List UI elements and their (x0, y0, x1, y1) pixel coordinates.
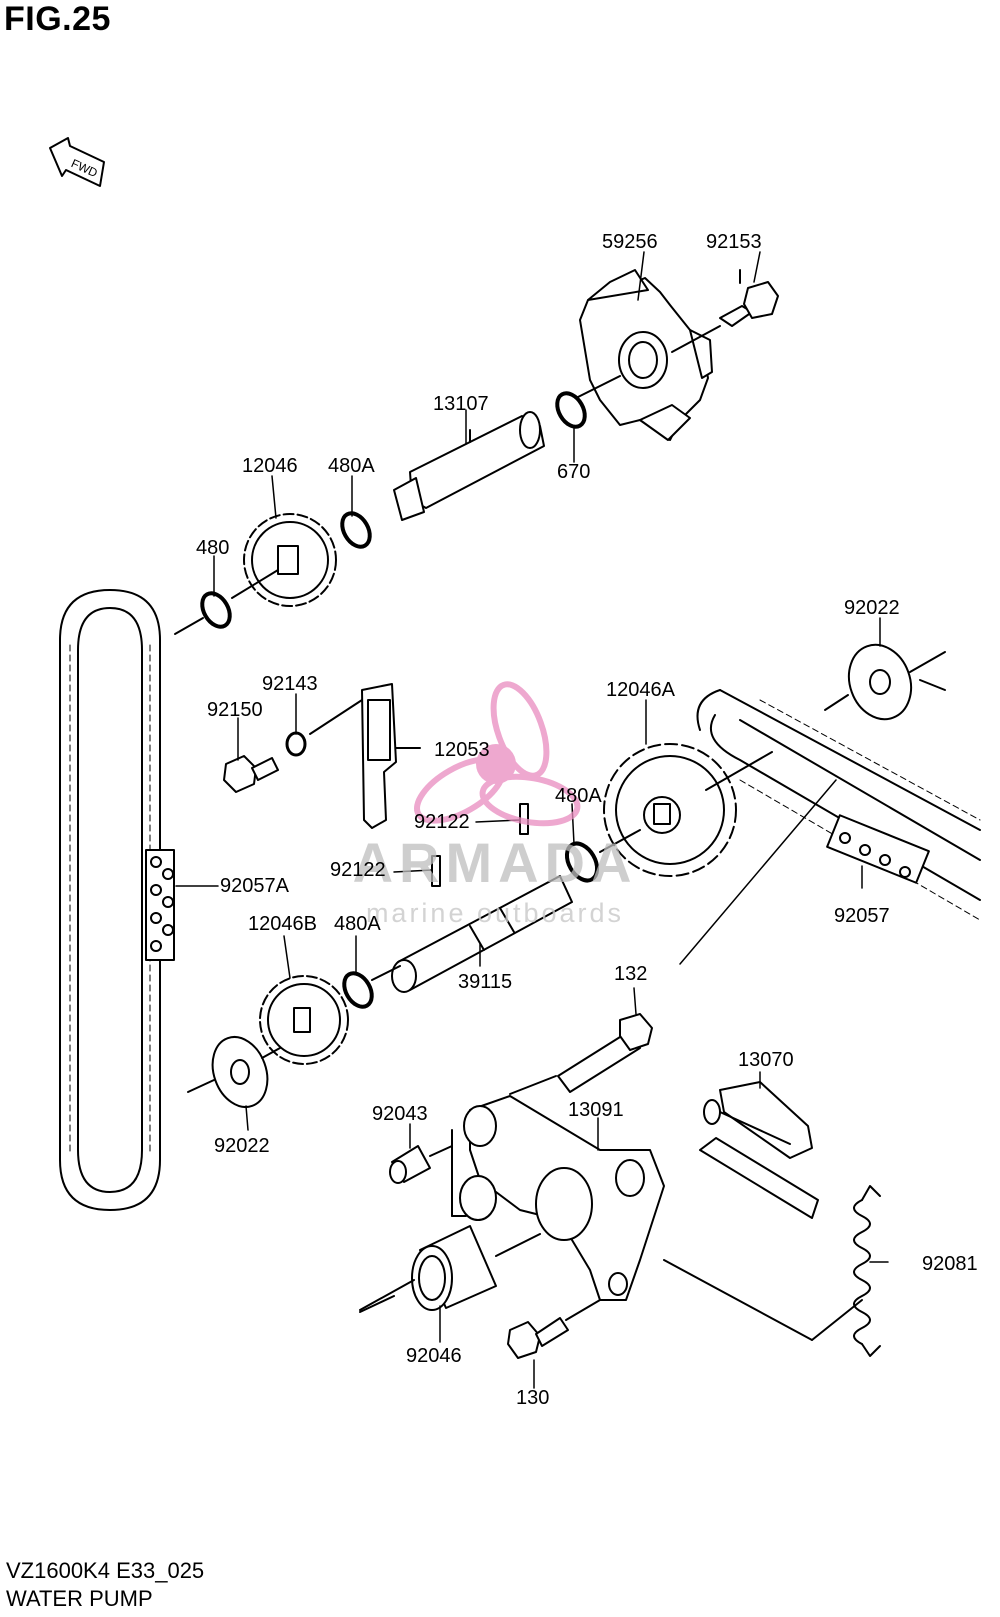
part-label-92022[interactable]: 92022 (844, 597, 900, 619)
bolt-132-part[interactable] (509, 1013, 653, 1095)
spring-92081-part[interactable] (663, 1185, 881, 1357)
chain-guide-12053-part[interactable] (361, 683, 421, 829)
part-label-92046[interactable]: 92046 (406, 1345, 462, 1367)
sprocket-12046b-part[interactable] (259, 975, 349, 1065)
washer-92022-part[interactable] (824, 636, 946, 728)
watermark-brand: ARMADA (352, 831, 638, 894)
part-label-480a-2[interactable]: 480A (555, 785, 602, 807)
part-label-480a[interactable]: 480A (328, 455, 375, 477)
circlip-670-part[interactable] (552, 388, 591, 431)
part-label-12053[interactable]: 12053 (434, 739, 490, 761)
part-label-130[interactable]: 130 (516, 1387, 550, 1409)
part-label-13091[interactable]: 13091 (568, 1099, 624, 1121)
part-label-92057[interactable]: 92057 (834, 905, 890, 927)
bolt-92150-part[interactable] (223, 755, 279, 793)
figure-name: WATER PUMP (6, 1586, 153, 1611)
part-label-59256[interactable]: 59256 (602, 231, 658, 253)
part-label-92150[interactable]: 92150 (207, 699, 263, 721)
part-label-12046[interactable]: 12046 (242, 455, 298, 477)
chain-92057a-part[interactable] (59, 589, 175, 1211)
bearing-92046-part[interactable] (359, 1225, 541, 1313)
impeller-part[interactable] (575, 269, 721, 441)
part-label-13107[interactable]: 13107 (433, 393, 489, 415)
circlip-480a-2-part[interactable] (561, 838, 604, 886)
part-label-12046b[interactable]: 12046B (248, 913, 317, 935)
sprocket-12046a-part[interactable] (603, 743, 773, 877)
washer-92022-2-part[interactable] (187, 1029, 281, 1114)
part-label-480[interactable]: 480 (196, 537, 230, 559)
figure-title: FIG.25 (4, 0, 111, 38)
bolt-92153-part[interactable] (719, 269, 779, 327)
figure-code: VZ1600K4 E33_025 (6, 1558, 205, 1583)
circlip-480a-part[interactable] (337, 508, 376, 551)
part-label-92057a[interactable]: 92057A (220, 875, 289, 897)
collar-92143-part[interactable] (285, 731, 307, 757)
part-label-92022-2[interactable]: 92022 (214, 1135, 270, 1157)
pump-shaft-part[interactable] (393, 411, 545, 521)
part-label-92143[interactable]: 92143 (262, 673, 318, 695)
part-label-480a-3[interactable]: 480A (334, 913, 381, 935)
fwd-arrow-icon: FWD (49, 137, 105, 187)
pin-92122-2-part[interactable] (431, 855, 441, 887)
part-label-670[interactable]: 670 (557, 461, 591, 483)
tensioner-arm-13091-part[interactable] (451, 1095, 665, 1301)
part-label-92122-2[interactable]: 92122 (330, 859, 386, 881)
part-label-132[interactable]: 132 (614, 963, 648, 985)
circlip-480a-3-part[interactable] (339, 968, 378, 1011)
chain-92057-part[interactable] (696, 689, 981, 921)
part-label-92122[interactable]: 92122 (414, 811, 470, 833)
brand-watermark-logo (414, 681, 581, 827)
circlip-480-part[interactable] (197, 588, 236, 631)
watermark-tagline: marine outboards (365, 898, 625, 928)
part-label-92043[interactable]: 92043 (372, 1103, 428, 1125)
part-label-92153[interactable]: 92153 (706, 231, 762, 253)
part-label-13070[interactable]: 13070 (738, 1049, 794, 1071)
sprocket-12046-part[interactable] (243, 513, 337, 607)
part-label-12046a[interactable]: 12046A (606, 679, 675, 701)
pin-92043-part[interactable] (389, 1145, 453, 1184)
bolt-130-part[interactable] (507, 1299, 601, 1359)
tensioner-slider-13070-part[interactable] (699, 1081, 819, 1219)
part-label-92081[interactable]: 92081 (922, 1253, 978, 1275)
part-label-39115[interactable]: 39115 (458, 971, 513, 993)
